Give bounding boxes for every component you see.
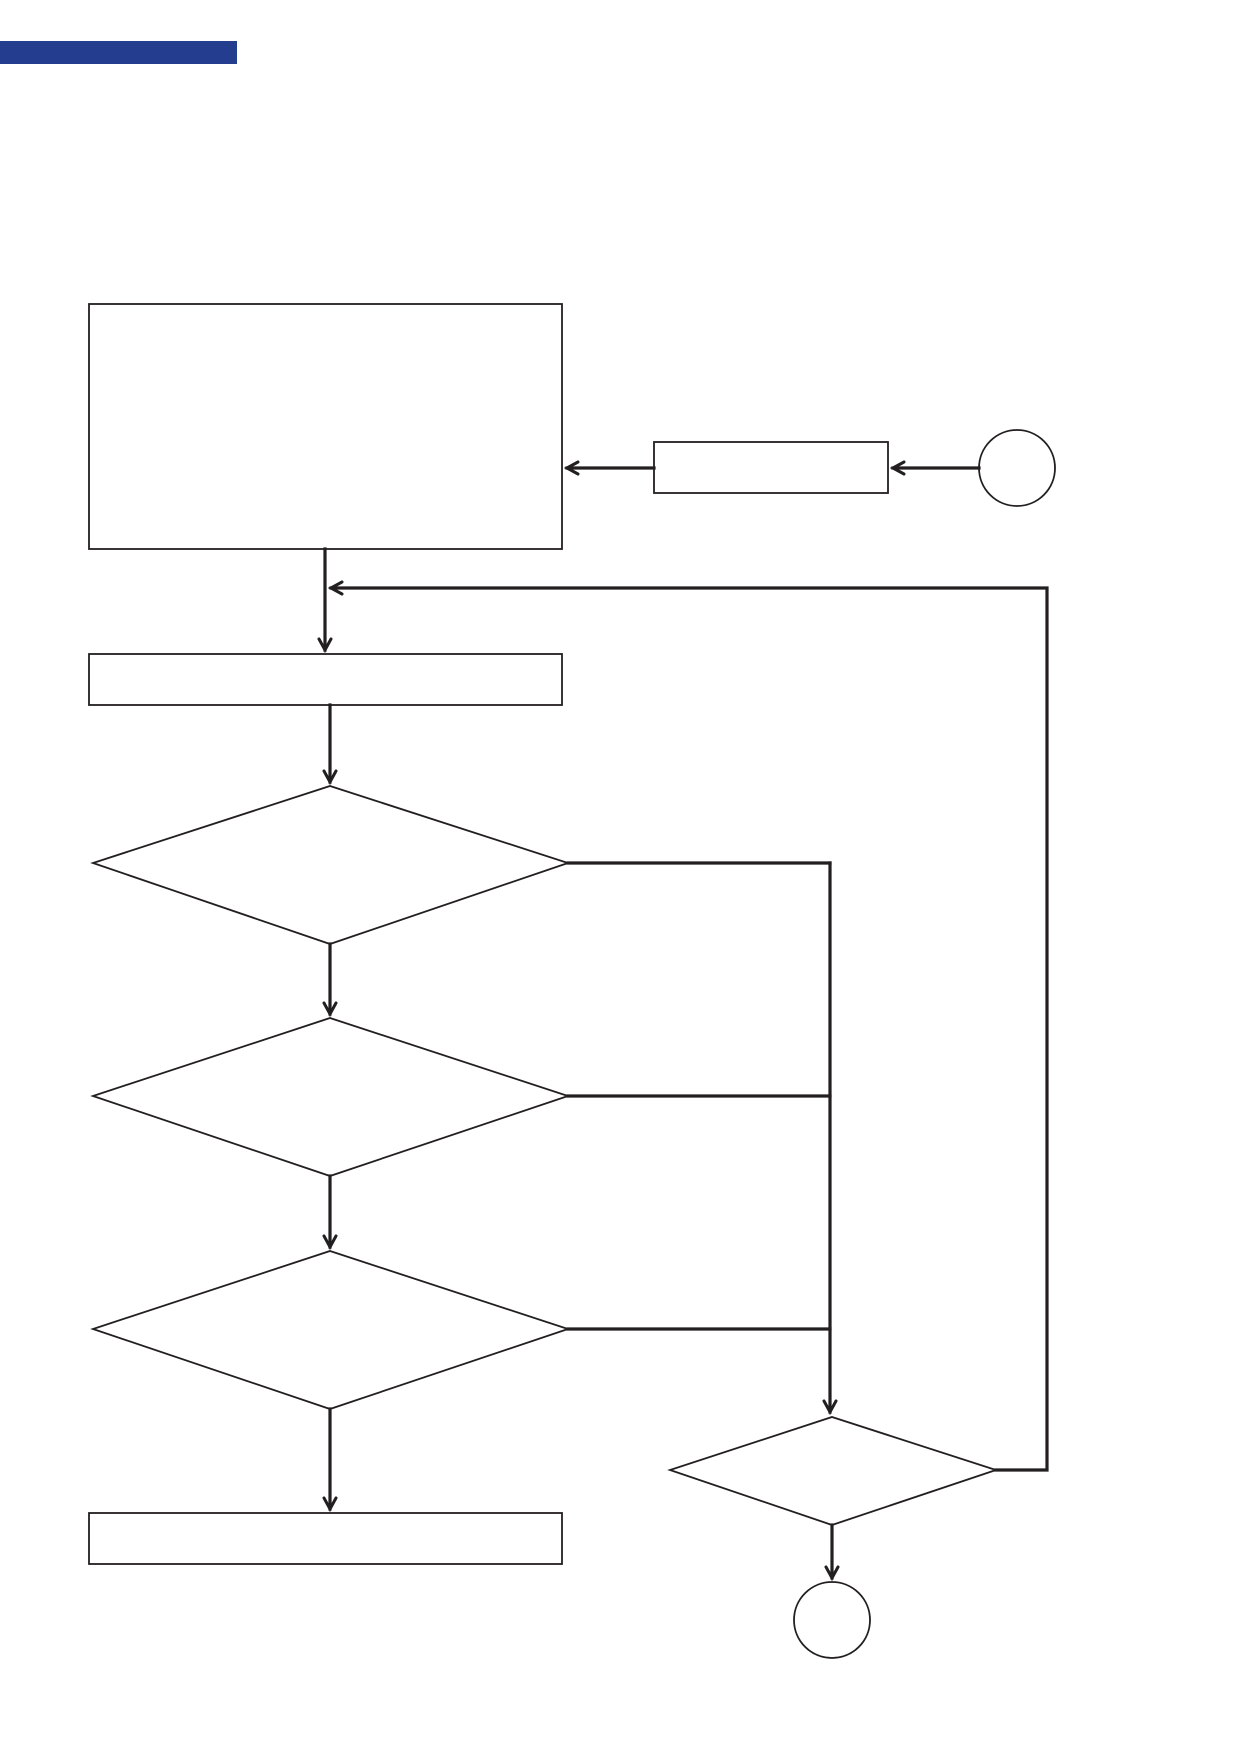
- decision-4: [667, 1416, 999, 1526]
- decision-2: [90, 1017, 571, 1177]
- entry-connector: [978, 429, 1056, 507]
- decision-3: [90, 1250, 571, 1410]
- bottom-process-box: [88, 1512, 563, 1565]
- second-process-box: [88, 653, 563, 706]
- header-bar: [0, 41, 237, 64]
- arrow-decision-4-loop-back: [331, 588, 1049, 1472]
- decision-1: [90, 785, 571, 945]
- exit-connector: [793, 1581, 871, 1659]
- side-process-box: [653, 441, 889, 494]
- top-process-box: [88, 303, 563, 550]
